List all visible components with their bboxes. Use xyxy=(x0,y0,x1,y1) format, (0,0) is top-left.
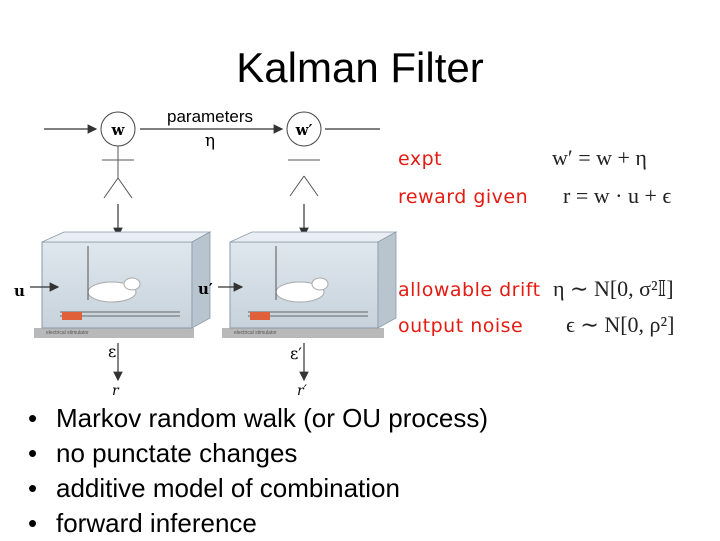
kalman-diagram: parameters η w w′ electrical stimulator xyxy=(14,107,398,399)
output-r-label: r xyxy=(112,383,120,399)
input-u-label: u xyxy=(14,282,25,300)
figure-right xyxy=(288,159,320,197)
chamber-left: electrical stimulator xyxy=(34,231,212,338)
eq-formula-reward: r = w · u + ϵ xyxy=(563,183,672,208)
bullet-item: •additive model of combination xyxy=(28,473,400,503)
input-u-prime-label: u′ xyxy=(198,280,213,298)
svg-text:electrical stimulator: electrical stimulator xyxy=(46,330,89,336)
bullet-list: •Markov random walk (or OU process) •no … xyxy=(28,401,488,541)
eq-label-drift: allowable drift xyxy=(398,279,541,301)
eq-label-noise: output noise xyxy=(398,315,524,337)
noise-eps-prime-label: ε′ xyxy=(290,344,302,363)
slide-title: Kalman Filter xyxy=(236,44,484,91)
node-w-prime-label: w′ xyxy=(295,121,313,139)
bullet-item: •Markov random walk (or OU process) xyxy=(28,403,488,433)
figure-left xyxy=(102,146,134,199)
eq-formula-expt: w′ = w + η xyxy=(552,145,647,170)
bullet-item: •forward inference xyxy=(28,508,257,538)
eq-label-expt: expt xyxy=(398,148,443,170)
output-r-prime-label: r′ xyxy=(297,383,308,399)
eq-formula-noise: ϵ ∼ N[0, ρ²] xyxy=(566,312,675,337)
parameters-label: parameters xyxy=(167,107,253,126)
node-w-label: w xyxy=(111,121,126,139)
bullet-item: •no punctate changes xyxy=(28,438,298,468)
chamber-right: electrical stimulator xyxy=(222,231,398,338)
eq-formula-drift: η ∼ N[0, σ²𝕀] xyxy=(553,276,674,301)
node-w-prime xyxy=(286,111,322,147)
noise-eps-label: ε xyxy=(108,342,116,361)
eq-label-reward: reward given xyxy=(398,186,529,208)
eta-label: η xyxy=(205,131,215,151)
svg-text:electrical stimulator: electrical stimulator xyxy=(234,330,277,336)
